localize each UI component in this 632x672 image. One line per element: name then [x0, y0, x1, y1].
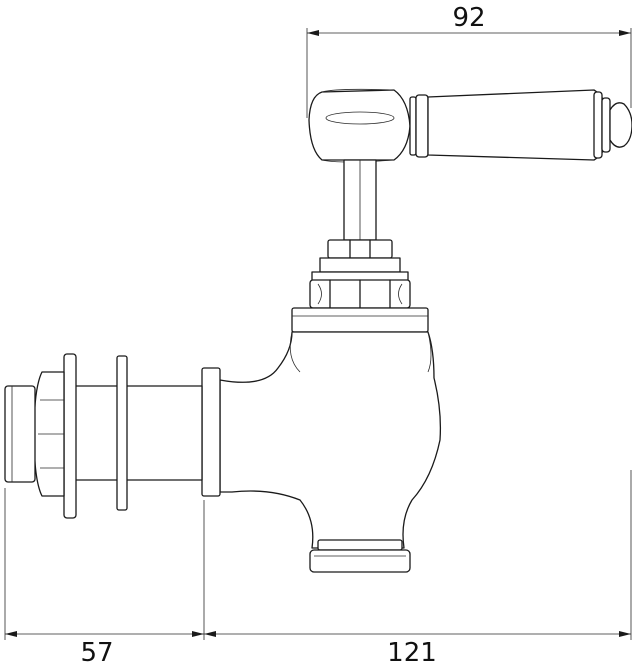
stem-nut [311, 239, 409, 283]
dimension-top: 92 [306, 3, 632, 118]
dimension-label-57: 57 [80, 638, 113, 668]
lever-handle [308, 88, 632, 241]
gland-nut [309, 279, 411, 309]
inlet-assembly [4, 353, 221, 519]
dimension-label-121: 121 [387, 638, 437, 668]
valve-body [219, 307, 442, 573]
dimension-label-92: 92 [452, 3, 485, 33]
dimension-bottom: 57 121 [4, 470, 632, 668]
